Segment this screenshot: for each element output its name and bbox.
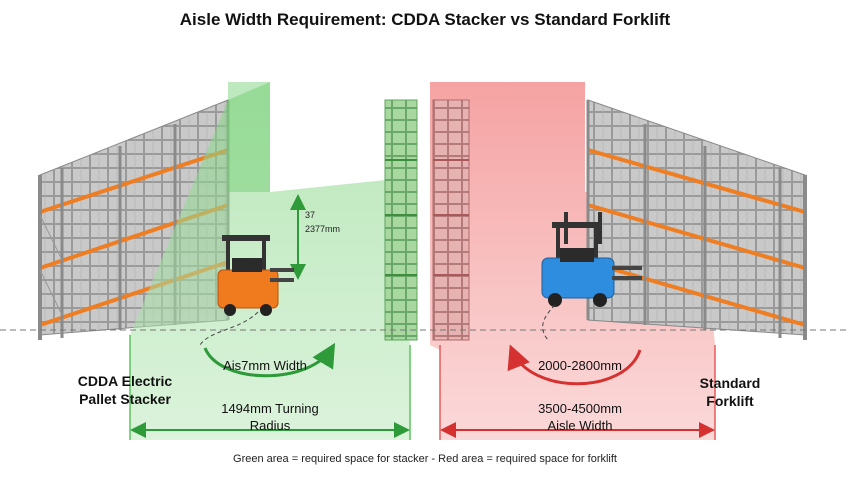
forklift-turn-label: 2000-2800mm [538,358,622,373]
stacker-turn-label: Ais7mm Width [223,358,307,373]
stacker-bottom-line2: Radius [249,418,291,433]
stacker-label: CDDA Electric Pallet Stacker [50,372,200,408]
forklift-bottom-label: 3500-4500mm Aisle Width [505,400,655,434]
stacker-bottom-line1: 1494mm Turning [221,401,319,416]
legend-footer: Green area = required space for stacker … [233,453,617,465]
forklift-label-line1: Standard [699,375,761,391]
right-rack [586,99,807,340]
stacker-vertical-dim-1: 37 [305,210,316,220]
stacker-label-line1: CDDA Electric [77,373,173,389]
forklift-turn-arrow [507,344,642,386]
center-right-rack [432,99,470,341]
stacker-bottom-label: 1494mm Turning Radius [195,400,345,434]
page-title: Aisle Width Requirement: CDDA Stacker vs… [179,10,671,29]
stacker-turn-arrow [203,342,336,378]
forklift-bottom-line2: Aisle Width [547,418,613,433]
stacker-vertical-dim-2: 2377mm [305,224,341,234]
center-left-rack [384,99,418,341]
forklift-bottom-line1: 3500-4500mm [538,401,622,416]
stacker-label-line2: Pallet Stacker [79,391,171,407]
stacker-aisle-zone [130,82,410,440]
standard-forklift-vehicle [541,212,642,307]
forklift-label: Standard Forklift [680,374,780,410]
forklift-label-line2: Forklift [706,393,754,409]
electric-stacker-vehicle [217,235,294,316]
